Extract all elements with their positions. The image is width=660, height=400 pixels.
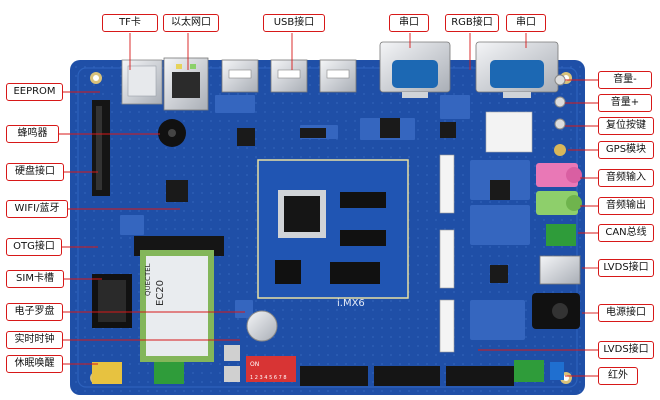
label-usb: USB接口 [263, 14, 325, 32]
label-wifi: WIFI/蓝牙 [6, 200, 68, 218]
fpc-connectors [439, 154, 455, 353]
module-brand-text: QUECTEL [144, 263, 152, 296]
label-audio-out: 音频输出 [598, 197, 654, 215]
leader-lines [59, 33, 598, 377]
tf-card-slot [121, 59, 163, 105]
label-hdd: 硬盘接口 [6, 163, 64, 181]
usb-ports [221, 59, 357, 93]
label-sim: SIM卡槽 [6, 270, 64, 288]
dip-switch-text: ON [250, 361, 259, 368]
label-serial-1: 串口 [389, 14, 429, 32]
label-lvds-1: LVDS接口 [598, 259, 654, 277]
label-serial-2: 串口 [506, 14, 546, 32]
label-audio-in: 音频输入 [598, 169, 654, 187]
label-reset: 复位按键 [598, 117, 654, 135]
soc-name-text: i.MX6 [337, 298, 365, 309]
module-model-text: EC20 [155, 280, 166, 306]
lte-module [134, 236, 224, 362]
label-volume-down: 音量- [598, 71, 652, 89]
label-eeprom: EEPROM [6, 83, 63, 101]
label-otg: OTG接口 [6, 238, 62, 256]
sim-slot [92, 274, 132, 328]
serial-connectors [379, 41, 559, 98]
dip-switch-numbers: 1 2 3 4 5 6 7 8 [250, 375, 287, 381]
label-wake: 休眠唤醒 [6, 355, 63, 373]
right-edge-parts [532, 74, 582, 380]
bottom-edge-parts [92, 345, 544, 386]
gps-module [485, 111, 533, 153]
label-buzzer: 蜂鸣器 [6, 125, 59, 143]
label-tf-card: TF卡 [102, 14, 158, 32]
label-rtc: 实时时钟 [6, 331, 63, 349]
rtc-battery [246, 310, 278, 342]
buzzer [158, 119, 186, 147]
label-rgb: RGB接口 [445, 14, 499, 32]
label-ethernet: 以太网口 [163, 14, 219, 32]
label-ir: 红外 [598, 367, 638, 385]
label-compass: 电子罗盘 [6, 303, 63, 321]
label-volume-up: 音量+ [598, 94, 652, 112]
label-gps: GPS模块 [598, 141, 654, 159]
ethernet-port [163, 57, 209, 111]
label-can: CAN总线 [598, 224, 654, 242]
soc-module [257, 159, 409, 299]
label-power: 电源接口 [598, 304, 654, 322]
label-lvds-2: LVDS接口 [598, 341, 654, 359]
